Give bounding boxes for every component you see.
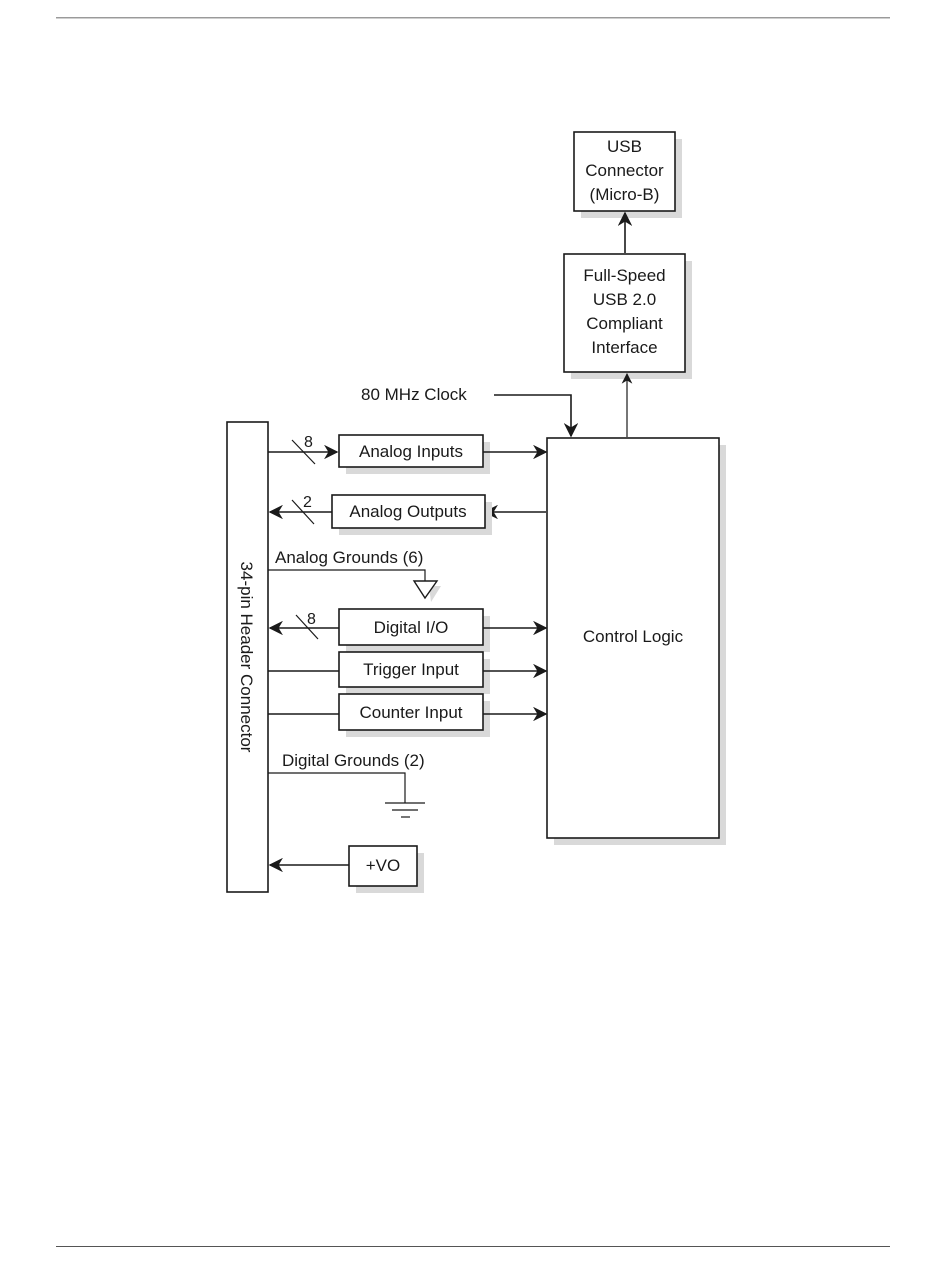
digital-io-label: Digital I/O	[374, 618, 449, 637]
control-logic-label: Control Logic	[583, 627, 684, 646]
analog-outputs-bus-width: 2	[303, 494, 312, 511]
analog-inputs-path: 8 Analog Inputs	[268, 434, 548, 474]
clock-label: 80 MHz Clock	[361, 385, 467, 404]
usb-connector-line-3: (Micro-B)	[590, 185, 660, 204]
analog-ground-icon	[412, 580, 439, 600]
analog-outputs-path: Analog Outputs 2	[268, 494, 546, 535]
header-connector-block: 34-pin Header Connector	[226, 421, 269, 893]
analog-inputs-bus-width: 8	[304, 434, 313, 451]
digital-grounds-label: Digital Grounds (2)	[282, 751, 425, 770]
vo-path: +VO	[268, 845, 424, 893]
usb-connector-line-1: USB	[607, 137, 642, 156]
counter-input-path: Counter Input	[268, 693, 548, 737]
digital-io-path: 8 Digital I/O	[268, 608, 548, 652]
usb-interface-line-1: Full-Speed	[583, 266, 665, 285]
digital-ground-icon	[385, 802, 425, 818]
page-footer-rule	[56, 1246, 890, 1247]
analog-grounds-path: Analog Grounds (6)	[268, 548, 441, 602]
usb-interface-block: Full-Speed USB 2.0 Compliant Interface	[563, 253, 692, 379]
usb-interface-line-4: Interface	[591, 338, 657, 357]
digital-grounds-path: Digital Grounds (2)	[268, 751, 425, 818]
usb-connector-line-2: Connector	[585, 161, 664, 180]
control-logic-block: Control Logic	[546, 437, 726, 845]
counter-input-label: Counter Input	[359, 703, 462, 722]
analog-grounds-label: Analog Grounds (6)	[275, 548, 423, 567]
trigger-input-label: Trigger Input	[363, 660, 459, 679]
trigger-input-path: Trigger Input	[268, 651, 548, 694]
bus-slash-icon	[295, 614, 319, 640]
usb-interface-line-2: USB 2.0	[593, 290, 656, 309]
usb-connector-block: USB Connector (Micro-B)	[573, 131, 682, 218]
clock-wire	[494, 394, 579, 438]
header-connector-label: 34-pin Header Connector	[237, 562, 256, 753]
bus-slash-icon	[291, 499, 315, 525]
digital-io-bus-width: 8	[307, 611, 316, 628]
vo-label: +VO	[366, 856, 401, 875]
analog-inputs-label: Analog Inputs	[359, 442, 463, 461]
analog-outputs-label: Analog Outputs	[349, 502, 466, 521]
bus-slash-icon	[291, 439, 316, 465]
page-header-rule	[56, 17, 890, 19]
usb-interface-line-3: Compliant	[586, 314, 663, 333]
